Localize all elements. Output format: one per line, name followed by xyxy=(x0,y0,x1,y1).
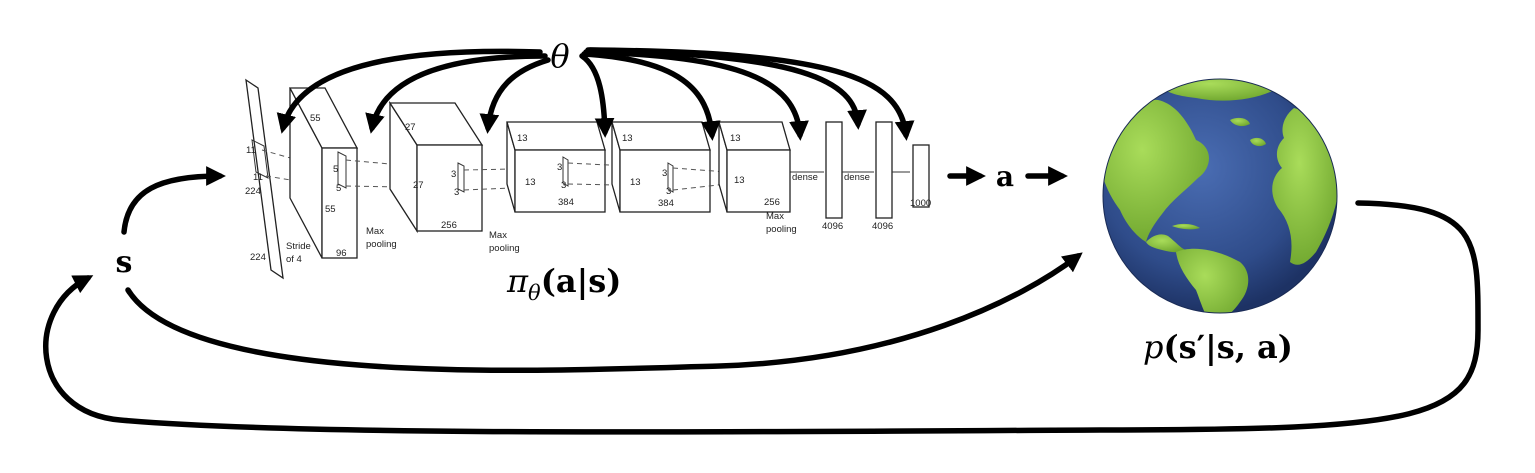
maxpool-label: pooling xyxy=(489,243,520,254)
dynamics-p: p xyxy=(1143,328,1163,366)
input-size-label: 11 xyxy=(253,172,263,183)
conv3-depth-label: 384 xyxy=(558,197,574,208)
conv3-size-label: 13 xyxy=(525,177,536,188)
conv5-depth-label: 256 xyxy=(764,197,780,208)
stride-label: of 4 xyxy=(286,254,302,265)
conv2-size-label: 27 xyxy=(413,180,424,191)
conv5-layer: 13 13 256 Max pooling xyxy=(718,121,797,235)
input-size-label: 224 xyxy=(245,186,261,197)
conv2-size-label: 27 xyxy=(405,122,416,133)
dense-label: dense xyxy=(792,172,818,183)
input-size-label: 11 xyxy=(246,145,256,156)
conv1-layer: 55 55 5 5 96 Max pooling xyxy=(288,87,456,259)
conv4-size-label: 13 xyxy=(622,133,633,144)
conv5-size-label: 13 xyxy=(730,133,741,144)
conv1-kernel-label: 5 xyxy=(336,183,341,194)
state-arrows xyxy=(43,166,1481,435)
conv2-kernel-label: 3 xyxy=(451,169,456,180)
conv2-layer: 27 27 3 3 256 Max pooling xyxy=(388,100,561,254)
theta-parameter-arrows xyxy=(276,47,915,141)
conv4-layer: 13 13 3 3 384 xyxy=(611,121,728,213)
conv1-size-label: 55 xyxy=(325,204,336,215)
conv4-depth-label: 384 xyxy=(658,198,674,209)
earth-globe-icon xyxy=(1102,78,1338,314)
conv3-size-label: 13 xyxy=(517,133,528,144)
conv1-depth-label: 96 xyxy=(336,248,347,259)
policy-pi: π xyxy=(506,262,529,300)
conv4-size-label: 13 xyxy=(630,177,641,188)
stride-label: Stride xyxy=(286,241,311,252)
conv2-kernel-label: 3 xyxy=(454,187,459,198)
state-symbol: s xyxy=(116,245,133,280)
dynamics-args: (s′|s, a) xyxy=(1163,328,1292,366)
fc-size-label: 4096 xyxy=(872,221,893,232)
fc-size-label: 4096 xyxy=(822,221,843,232)
conv3-kernel-label: 3 xyxy=(561,180,566,191)
policy-subscript: θ xyxy=(528,281,541,305)
maxpool-label: Max xyxy=(366,226,384,237)
policy-network: 11 11 224 224 Stride of 4 55 55 5 5 96 M… xyxy=(245,78,931,280)
maxpool-label: Max xyxy=(766,211,784,222)
policy-args: (a|s) xyxy=(541,262,622,300)
conv4-kernel-label: 3 xyxy=(666,186,671,197)
dense-label: dense xyxy=(844,172,870,183)
conv1-size-label: 55 xyxy=(310,113,321,124)
conv1-kernel-label: 5 xyxy=(333,164,338,175)
conv5-size-label: 13 xyxy=(734,175,745,186)
dynamics-label: p(s′|s, a) xyxy=(1143,328,1293,366)
conv3-kernel-label: 3 xyxy=(557,162,562,173)
maxpool-label: pooling xyxy=(366,239,397,250)
fc-size-label: 1000 xyxy=(910,198,931,209)
dense-layers: dense dense 4096 4096 1000 xyxy=(790,121,931,232)
maxpool-label: Max xyxy=(489,230,507,241)
policy-label: πθ(a|s) xyxy=(506,262,621,305)
maxpool-label: pooling xyxy=(766,224,797,235)
conv4-kernel-label: 3 xyxy=(662,168,667,179)
conv2-depth-label: 256 xyxy=(441,220,457,231)
theta-symbol: θ xyxy=(550,37,569,75)
input-size-label: 224 xyxy=(250,252,266,263)
action-symbol: a xyxy=(996,160,1014,193)
